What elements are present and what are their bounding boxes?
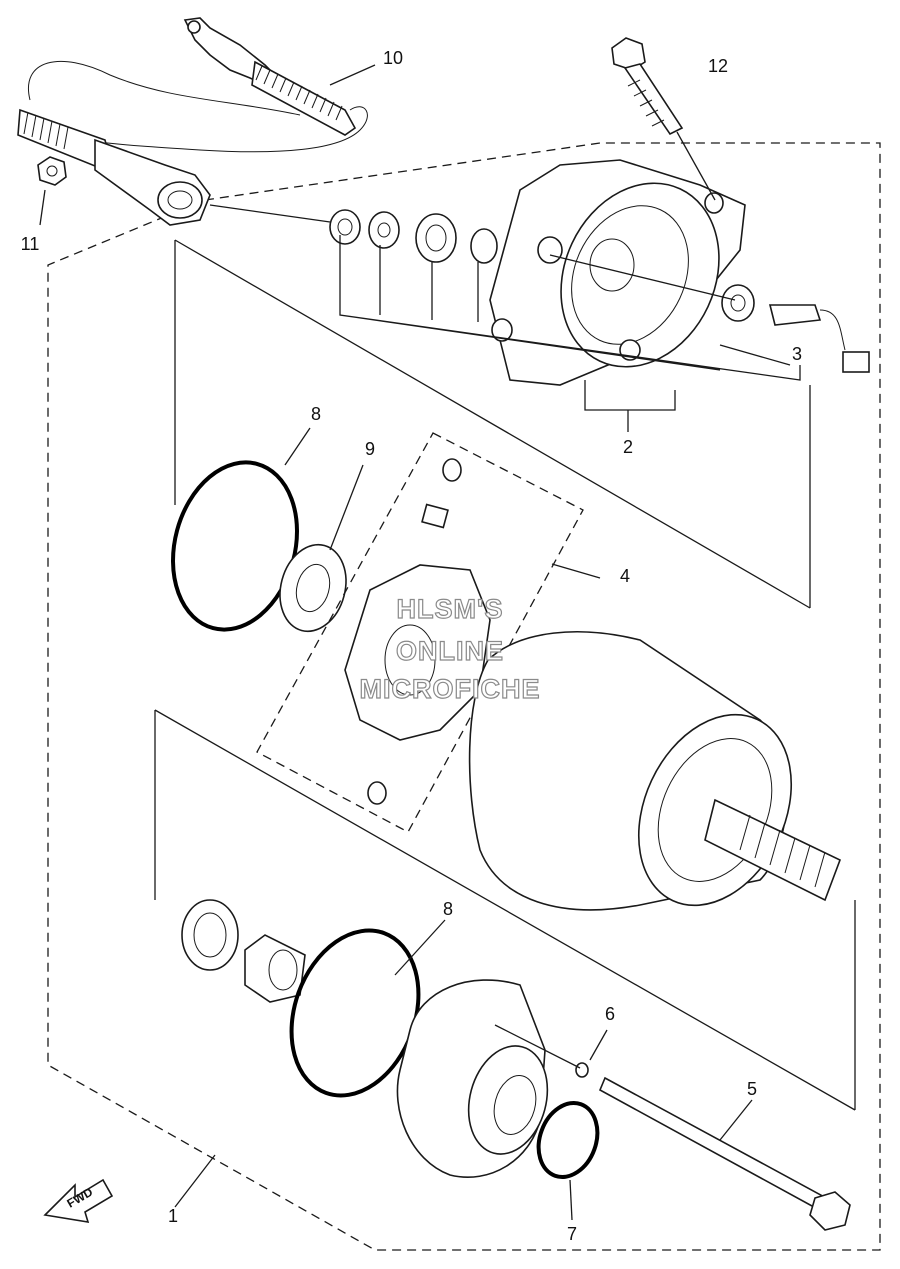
callout-8-upper: 8 — [311, 404, 321, 424]
watermark-line-2: ONLINE — [396, 636, 504, 666]
ring-part-6 — [575, 1062, 589, 1078]
callout-4: 4 — [620, 566, 630, 586]
callout-5: 5 — [747, 1079, 757, 1099]
brush-wire-part-3 — [768, 304, 870, 373]
front-cover-part-2 — [489, 159, 755, 386]
armature-yoke — [468, 631, 842, 911]
callout-2: 2 — [623, 437, 633, 457]
callout-11: 11 — [21, 234, 40, 254]
o-ring-part-7 — [536, 1101, 600, 1179]
leader-7 — [569, 1179, 573, 1221]
oil-seal-lower — [181, 899, 239, 971]
leader-4 — [551, 563, 601, 579]
bolt-part-12 — [611, 37, 684, 136]
callout-3: 3 — [792, 344, 802, 364]
callout-9: 9 — [365, 439, 375, 459]
washer-part-9 — [279, 543, 347, 633]
leader-lead-to-seal — [209, 204, 331, 223]
watermark-line-1: HLSM'S — [397, 594, 504, 624]
leader-12 — [676, 131, 716, 201]
watermark-line-3: MICROFICHE — [360, 674, 541, 704]
callout-8-lower: 8 — [443, 899, 453, 919]
leader-5 — [719, 1099, 753, 1141]
leader-8-upper — [284, 427, 311, 466]
leader-6 — [589, 1029, 608, 1061]
nut-part-11 — [37, 156, 67, 186]
rear-cover — [396, 979, 549, 1178]
callout-10: 10 — [383, 48, 403, 68]
lead-wire-part-10 — [21, 17, 368, 153]
callout-7: 7 — [567, 1224, 577, 1244]
yoke-outline-lines — [154, 239, 856, 1111]
leader-6-to-cover — [494, 1024, 581, 1069]
leader-9 — [329, 464, 364, 551]
bearing-lower — [244, 934, 306, 1003]
watermark: HLSM'S ONLINE MICROFICHE — [359, 593, 541, 704]
seal-washer-set — [329, 209, 498, 264]
brush-plate-part-4 — [344, 458, 491, 805]
bracket-lines-top — [339, 235, 801, 411]
lead-terminal-assembly — [17, 108, 211, 226]
callout-1: 1 — [168, 1206, 178, 1226]
callout-12: 12 — [708, 56, 728, 76]
brush-plate-dashed-box — [256, 432, 584, 833]
leader-8-lower — [394, 919, 446, 976]
through-bolt-part-5 — [598, 1076, 851, 1231]
leader-3 — [719, 344, 791, 366]
fwd-arrow-icon: FWD — [43, 1178, 114, 1223]
assembly-boundary-dashed — [47, 142, 881, 1251]
leader-10 — [329, 64, 376, 86]
callout-6: 6 — [605, 1004, 615, 1024]
leader-1 — [174, 1154, 216, 1208]
leader-11 — [39, 189, 46, 226]
